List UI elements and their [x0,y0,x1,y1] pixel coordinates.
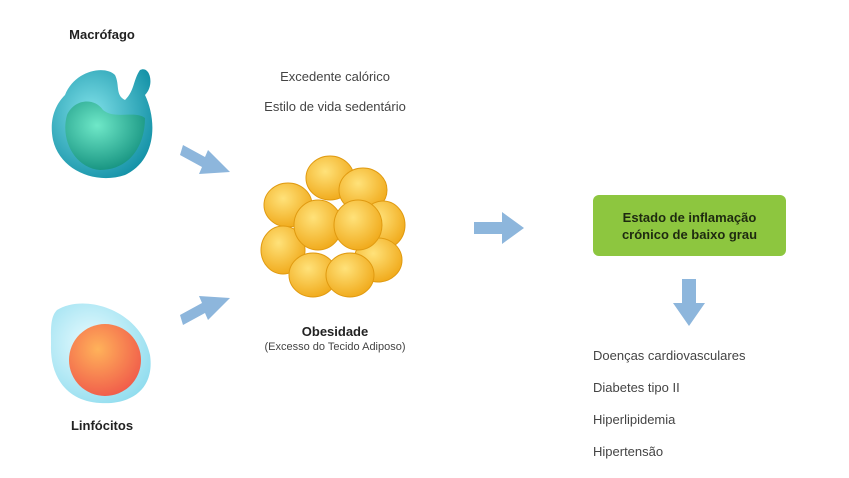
arrow-obesity-to-inflammation [474,212,524,244]
arrow-down-to-consequences [673,279,705,326]
macrophage-illustration [51,69,153,179]
obesity-title: Obesidade [301,324,369,339]
arrow-macrophage-to-obesity [180,145,230,174]
lymphocyte-illustration [50,303,151,404]
arrow-lymphocyte-to-obesity [180,296,230,325]
inflammation-box: Estado de inflamação crónico de baixo gr… [593,195,786,256]
obesity-subtitle: (Excesso do Tecido Adiposo) [264,341,406,353]
macrophage-label: Macrófago [69,27,135,42]
adipose-cells-illustration [260,155,406,298]
cause-item: Estilo de vida sedentário [264,99,406,114]
inflammation-line1: Estado de inflamação [622,209,757,225]
lymphocyte-label: Linfócitos [70,418,134,433]
consequence-item: Hiperlipidemia [593,412,676,427]
consequence-item: Hipertensão [593,444,664,459]
cause-item: Excedente calórico [280,69,390,84]
inflammation-line2: crónico de baixo grau [621,226,758,242]
consequence-item: Doenças cardiovasculares [593,348,746,363]
consequence-item: Diabetes tipo II [593,380,680,395]
